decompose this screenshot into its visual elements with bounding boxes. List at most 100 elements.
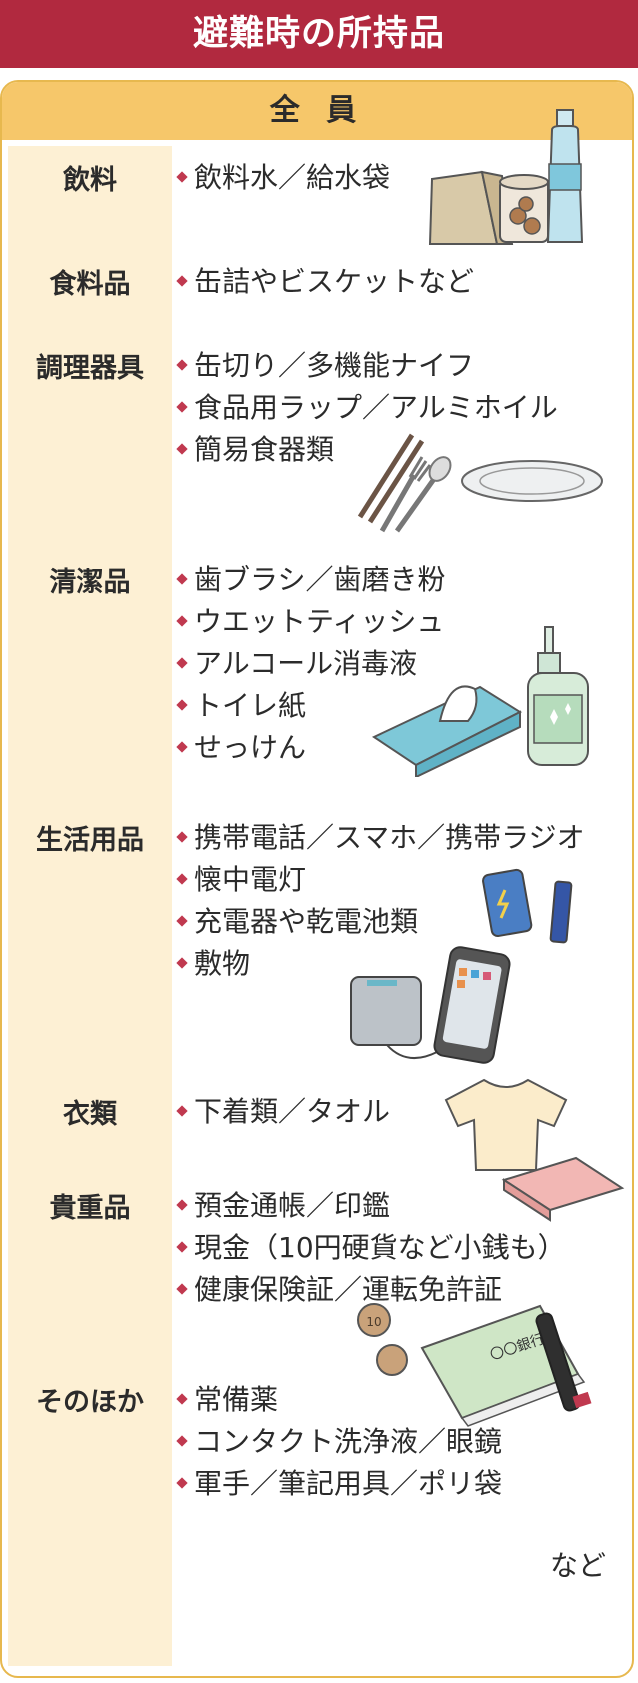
item-text: 歯ブラシ／歯磨き粉 [194, 563, 446, 596]
item-text: 簡易食器類 [194, 433, 335, 466]
battery-icon [482, 868, 573, 944]
category-label: 貴重品 [49, 1193, 131, 1224]
bullet-icon [176, 401, 188, 413]
list-item: 簡易食器類 [176, 428, 334, 468]
title-banner [0, 0, 638, 68]
item-text: 敷物 [194, 947, 251, 980]
item-text: せっけん [194, 731, 307, 764]
list-item: 携帯電話／スマホ／携帯ラジオ [176, 816, 585, 856]
list-item: 缶詰やビスケットなど [176, 260, 474, 300]
list-item: 敷物 [176, 942, 250, 982]
list-item: 預金通帳／印鑑 [176, 1184, 390, 1224]
item-text: 缶詰やビスケットなど [194, 265, 475, 298]
card-header [2, 82, 632, 140]
chopsticks-icon [357, 433, 425, 524]
list-item: トイレ紙 [176, 684, 306, 724]
bullet-icon [176, 1199, 188, 1211]
page-title: 避難時の所持品 [192, 14, 445, 54]
bullet-icon [176, 1477, 188, 1489]
item-text: 下着類／タオル [194, 1095, 391, 1128]
list-item: アルコール消毒液 [176, 642, 417, 682]
item-text: 軍手／筆記用具／ポリ袋 [194, 1467, 503, 1500]
bullet-icon [176, 171, 188, 183]
svg-text:10: 10 [366, 1315, 381, 1329]
water-bottle-icon [546, 109, 584, 243]
list-item: 充電器や乾電池類 [176, 900, 418, 940]
list-item: コンタクト洗浄液／眼鏡 [176, 1420, 502, 1460]
bullet-icon [176, 1393, 188, 1405]
item-text: 健康保険証／運転免許証 [194, 1273, 503, 1306]
list-item: 懐中電灯 [176, 858, 306, 898]
category-label: 飲料 [63, 165, 117, 196]
item-text: 常備薬 [194, 1383, 279, 1416]
bullet-icon [176, 443, 188, 455]
item-text: トイレ紙 [194, 689, 307, 722]
item-text: 飲料水／給水袋 [194, 161, 391, 194]
spoon-icon [394, 456, 452, 533]
category-column [8, 146, 172, 1666]
bullet-icon [176, 275, 188, 287]
bullet-icon [176, 573, 188, 585]
items-card: 全 員 飲料 食料品 調理器具 清潔品 生活用品 衣類 貴重品 そのほか 飲料水… [0, 80, 634, 1678]
plate-icon [461, 460, 603, 502]
hygiene-illustration [371, 626, 589, 777]
item-text: 充電器や乾電池類 [194, 905, 419, 938]
valuables-illustration: 10 〇〇銀行 [357, 1303, 592, 1427]
category-label: 生活用品 [36, 825, 144, 856]
list-item: 下着類／タオル [176, 1090, 390, 1130]
category-label: そのほか [36, 1387, 144, 1418]
category-label: 食料品 [49, 269, 131, 300]
item-text: 食品用ラップ／アルミホイル [194, 391, 558, 424]
item-text: ウエットティッシュ [194, 605, 445, 638]
card-header-title: 全 員 [269, 93, 365, 128]
list-item: 現金（10円硬貨など小銭も） [176, 1226, 566, 1266]
daily-goods-illustration [350, 868, 573, 1064]
clothes-illustration [444, 1078, 625, 1222]
tshirt-icon [444, 1078, 568, 1171]
list-item: せっけん [176, 726, 306, 766]
footer-note: など [550, 1549, 607, 1582]
item-text: 現金（10円硬貨など小銭も） [194, 1231, 566, 1264]
bullet-icon [176, 1435, 188, 1447]
item-text: アルコール消毒液 [194, 647, 418, 680]
list-item: 常備薬 [176, 1378, 278, 1418]
category-label: 衣類 [63, 1099, 117, 1130]
list-item: 健康保険証／運転免許証 [176, 1268, 502, 1308]
item-text: 預金通帳／印鑑 [194, 1189, 391, 1222]
bullet-icon [176, 831, 188, 843]
utensils-illustration [357, 433, 603, 533]
bullet-icon [176, 359, 188, 371]
fork-icon [379, 456, 432, 533]
bankbook-icon: 〇〇銀行 [420, 1304, 586, 1427]
list-item: ウエットティッシュ [176, 600, 444, 640]
bullet-icon [176, 915, 188, 927]
coin-icon: 10 [357, 1303, 408, 1376]
bullet-icon [176, 957, 188, 969]
sanitizer-bottle-icon [527, 626, 589, 766]
category-label: 調理器具 [36, 353, 144, 384]
list-item: 飲料水／給水袋 [176, 156, 390, 196]
list-item: 缶切り／多機能ナイフ [176, 344, 474, 384]
bullet-icon [176, 1241, 188, 1253]
list-item: 歯ブラシ／歯磨き粉 [176, 558, 445, 598]
item-text: 携帯電話／スマホ／携帯ラジオ [194, 821, 585, 854]
bullet-icon [176, 615, 188, 627]
item-text: 懐中電灯 [194, 863, 307, 896]
canned-biscuits-icon [499, 174, 549, 243]
bullet-icon [176, 657, 188, 669]
bullet-icon [176, 1105, 188, 1117]
drinks-illustration [428, 109, 584, 245]
bullet-icon [176, 1283, 188, 1295]
list-item: 軍手／筆記用具／ポリ袋 [176, 1462, 502, 1502]
list-item: 食品用ラップ／アルミホイル [176, 386, 558, 426]
bullet-icon [176, 873, 188, 885]
category-label: 清潔品 [49, 567, 131, 598]
towel-icon [501, 1156, 625, 1222]
bullet-icon [176, 699, 188, 711]
item-text: 缶切り／多機能ナイフ [194, 349, 475, 382]
smartphone-icon [433, 946, 511, 1064]
stamp-seal-icon [535, 1312, 592, 1412]
tissue-box-icon [371, 685, 523, 777]
item-text: コンタクト洗浄液／眼鏡 [194, 1425, 503, 1458]
bullet-icon [176, 741, 188, 753]
